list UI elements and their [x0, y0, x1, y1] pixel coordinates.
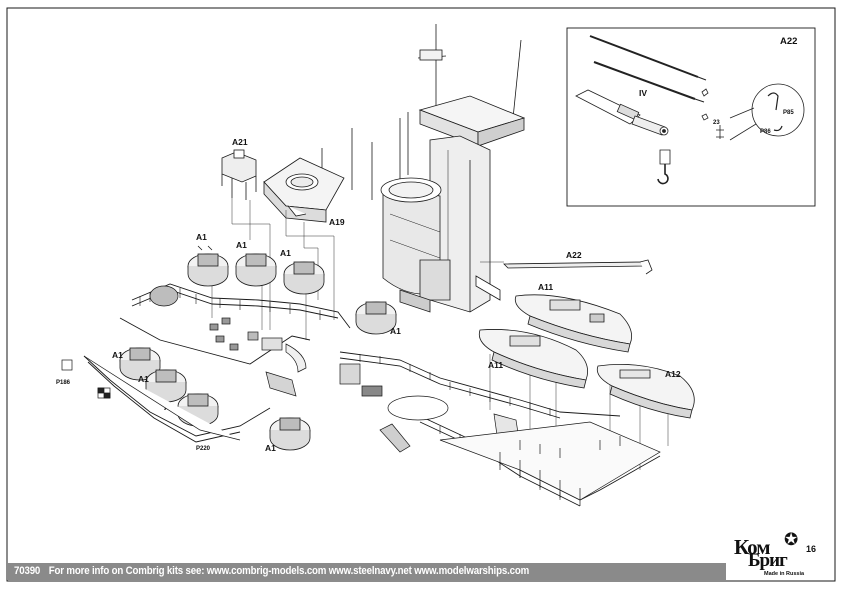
label-a1-8: A1 — [265, 443, 276, 453]
label-a19: A19 — [329, 217, 345, 227]
label-a1-3: A1 — [280, 248, 291, 258]
part-a21 — [221, 149, 257, 200]
label-a11-1: A11 — [538, 282, 553, 292]
footer-text: 70390 For more info on Combrig kits see:… — [14, 563, 535, 580]
label-a22-inset: A22 — [780, 36, 797, 47]
turrets — [119, 245, 397, 451]
star-icon: ✪ — [784, 530, 799, 549]
label-iv: IV — [639, 88, 647, 98]
page-frame — [6, 7, 836, 582]
label-p85: P85 — [783, 110, 794, 116]
label-p186: P186 — [56, 380, 71, 386]
page-number: 16 — [806, 544, 817, 554]
label-a1-4: A1 — [390, 326, 401, 336]
logo-line2: Бриг — [748, 550, 788, 571]
footer-info: For more info on Combrig kits see: www.c… — [48, 565, 530, 577]
part-a19-platform — [263, 157, 345, 223]
part-a12-boat — [596, 363, 695, 419]
made-in-label: Made in Russia — [764, 571, 805, 577]
part-a22-crane — [503, 259, 653, 275]
label-a11-2: A11 — [488, 360, 503, 370]
label-p86: P86 — [760, 129, 771, 135]
part-a11-boat-1 — [514, 294, 633, 353]
combrig-logo: Ком Бриг ✪ Made in Russia — [734, 530, 805, 584]
label-a22: A22 — [566, 250, 582, 260]
kit-code: 70390 — [14, 565, 41, 577]
logo-line1: Ком — [734, 535, 771, 559]
label-p220: P220 — [196, 446, 211, 452]
inset-detail-a22: A22 IV 23 P85 P86 — [566, 27, 816, 207]
superstructure-tower — [321, 24, 526, 313]
deck-details — [149, 285, 521, 453]
part-a11-boat-2 — [478, 329, 589, 389]
label-a12: A12 — [665, 369, 681, 379]
label-23: 23 — [713, 120, 720, 126]
left-callout — [61, 355, 241, 441]
footer-bar — [7, 563, 726, 580]
label-a1-6: A1 — [138, 374, 149, 384]
label-a1-5: A1 — [112, 350, 123, 360]
label-a21: A21 — [232, 137, 248, 147]
lower-deck-lattice — [439, 421, 661, 506]
label-a1-2: A1 — [236, 240, 247, 250]
label-a1-1: A1 — [196, 232, 207, 242]
